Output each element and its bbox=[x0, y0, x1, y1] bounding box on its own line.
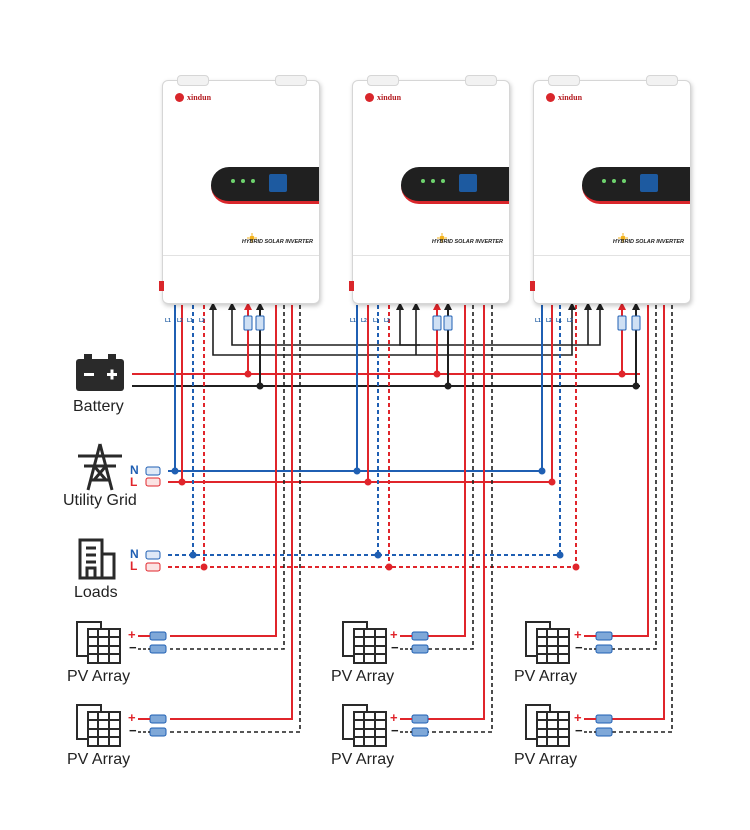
battery-label: Battery bbox=[73, 398, 124, 415]
sun-icon bbox=[618, 233, 628, 243]
solar-panel-icon bbox=[342, 704, 387, 747]
minus-marker: − bbox=[129, 640, 137, 655]
minus-marker: − bbox=[391, 723, 399, 738]
terminal-l1: L1 bbox=[187, 318, 193, 324]
connector-stubs bbox=[138, 635, 596, 733]
terminal-l2: L2 bbox=[177, 318, 183, 324]
live-marker: L bbox=[130, 559, 138, 573]
solar-panel-icon bbox=[525, 704, 570, 747]
minus-marker: − bbox=[391, 640, 399, 655]
terminal-l1: L1 bbox=[165, 318, 171, 324]
minus-marker: − bbox=[129, 723, 137, 738]
neutral-marker: N bbox=[130, 547, 139, 561]
loads-label: Loads bbox=[74, 584, 118, 601]
battery-bus bbox=[132, 373, 640, 387]
pv-array-label: PV Array bbox=[331, 751, 395, 768]
terminal-l2: L2 bbox=[361, 318, 367, 324]
solar-panel-icon bbox=[76, 704, 121, 747]
logo-mark-icon bbox=[546, 93, 555, 102]
solar-panel-icon bbox=[342, 621, 387, 664]
inverter-logo: xindun bbox=[546, 93, 582, 102]
live-marker: L bbox=[130, 475, 138, 489]
loads-bus bbox=[168, 554, 576, 568]
control-panel bbox=[582, 167, 690, 204]
minus-marker: − bbox=[575, 723, 583, 738]
inverter-3: xindun HYBRID SOLAR INVERTER bbox=[530, 75, 691, 304]
logo-mark-icon bbox=[175, 93, 184, 102]
inverter-logo: xindun bbox=[365, 93, 401, 102]
minus-marker: − bbox=[575, 640, 583, 655]
plus-marker: + bbox=[574, 627, 582, 642]
lcd-display bbox=[640, 174, 658, 192]
plus-marker: + bbox=[390, 710, 398, 725]
neutral-marker: N bbox=[130, 463, 139, 477]
product-label: HYBRID SOLAR INVERTER bbox=[241, 239, 313, 245]
grid-label: Utility Grid bbox=[63, 492, 137, 509]
pv-array-label: PV Array bbox=[514, 668, 578, 685]
junction-dots bbox=[171, 370, 640, 571]
terminal-l1: L1 bbox=[373, 318, 379, 324]
solar-panel-icon bbox=[76, 621, 121, 664]
terminal-l2: L2 bbox=[199, 318, 205, 324]
terminal-arrows bbox=[209, 302, 640, 310]
pv-array-label: PV Array bbox=[67, 751, 131, 768]
logo-mark-icon bbox=[365, 93, 374, 102]
battery-icon bbox=[76, 354, 124, 391]
brand-name: xindun bbox=[187, 93, 212, 102]
product-label: HYBRID SOLAR INVERTER bbox=[431, 239, 503, 245]
inverter-2: xindun HYBRID SOLAR INVERTER bbox=[349, 75, 510, 304]
terminal-l1: L1 bbox=[556, 318, 562, 324]
inverter-1: xindun HYBRID SOLAR INVERTER bbox=[159, 75, 320, 304]
transmission-tower-icon bbox=[78, 443, 122, 491]
product-label: HYBRID SOLAR INVERTER bbox=[612, 239, 684, 245]
sun-icon bbox=[437, 233, 447, 243]
plus-marker: + bbox=[128, 710, 136, 725]
pv-array-label: PV Array bbox=[67, 668, 131, 685]
brand-name: xindun bbox=[558, 93, 583, 102]
sun-icon bbox=[247, 233, 257, 243]
terminal-l2: L2 bbox=[567, 318, 573, 324]
solar-panel-icon bbox=[525, 621, 570, 664]
inverter-logo: xindun bbox=[175, 93, 211, 102]
plus-marker: + bbox=[574, 710, 582, 725]
pv-array-label: PV Array bbox=[514, 751, 578, 768]
building-icon bbox=[78, 538, 116, 580]
lcd-display bbox=[459, 174, 477, 192]
control-panel bbox=[211, 167, 319, 204]
brand-name: xindun bbox=[377, 93, 402, 102]
terminal-l2: L2 bbox=[546, 318, 552, 324]
lcd-display bbox=[269, 174, 287, 192]
inverter-2-wiring bbox=[356, 305, 601, 733]
terminal-l1: L1 bbox=[350, 318, 356, 324]
control-panel bbox=[401, 167, 509, 204]
pv-array-label: PV Array bbox=[331, 668, 395, 685]
terminal-l2: L2 bbox=[384, 318, 390, 324]
plus-marker: + bbox=[128, 627, 136, 642]
terminal-l1: L1 bbox=[535, 318, 541, 324]
plus-marker: + bbox=[390, 627, 398, 642]
connectors bbox=[145, 315, 641, 737]
